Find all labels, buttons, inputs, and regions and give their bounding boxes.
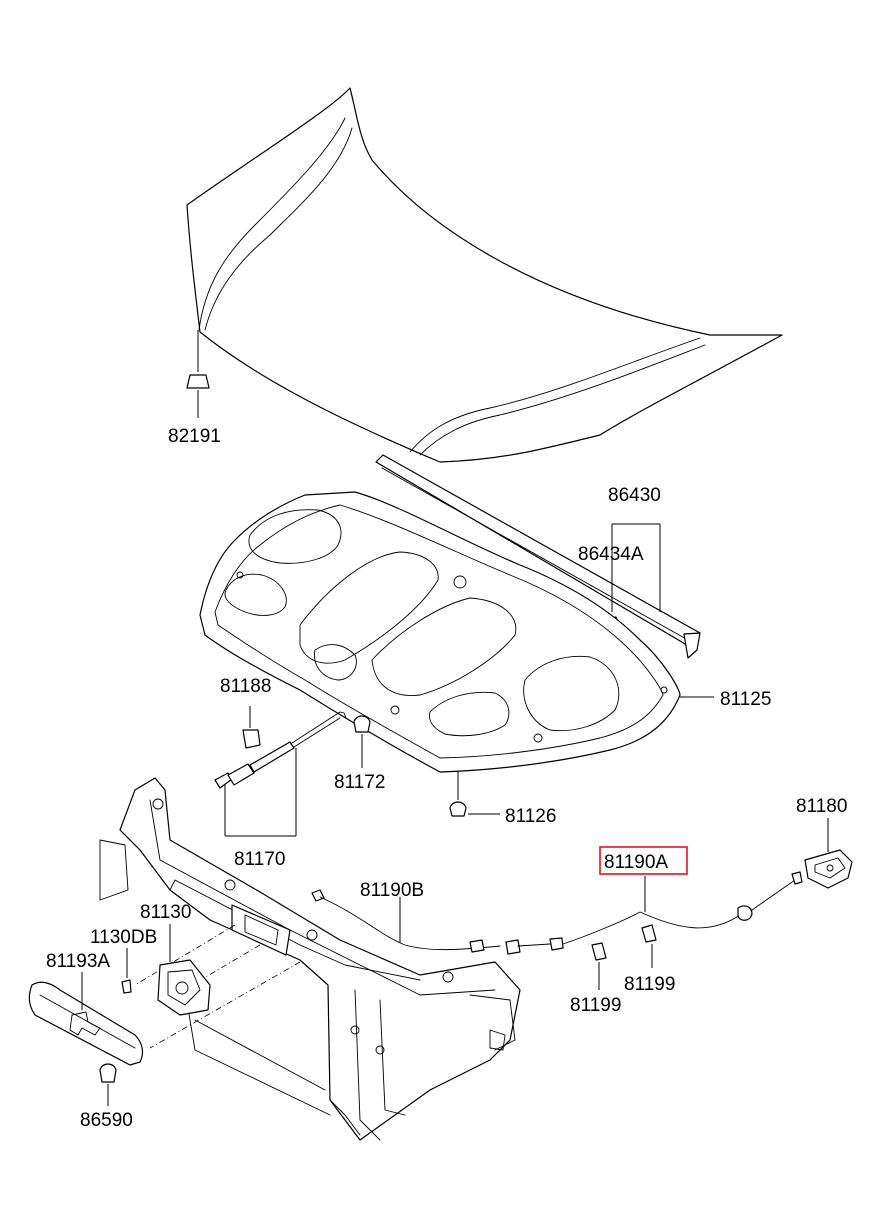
stay-rod-holder[interactable]: [353, 715, 371, 768]
label-81170[interactable]: 81170: [234, 849, 285, 870]
cover-clip[interactable]: [99, 1063, 117, 1106]
label-86434A[interactable]: 86434A: [578, 544, 644, 565]
hood-insulator-pad[interactable]: [199, 491, 714, 773]
label-86590[interactable]: 86590: [80, 1110, 133, 1131]
insulator-clip[interactable]: [449, 772, 500, 817]
label-81130[interactable]: 81130: [140, 902, 191, 923]
label-82191[interactable]: 82191: [168, 426, 221, 447]
label-81199-upper[interactable]: 81199: [624, 974, 675, 995]
label-81172[interactable]: 81172: [334, 772, 385, 793]
hood-stay-rod[interactable]: [214, 711, 347, 837]
label-81180[interactable]: 81180: [796, 796, 847, 817]
highlight-box-81190A: [599, 846, 688, 875]
label-81188[interactable]: 81188: [220, 676, 271, 697]
label-81193A[interactable]: 81193A: [46, 951, 110, 972]
cable-clip-1[interactable]: [591, 942, 607, 990]
hood-release-cable[interactable]: [311, 871, 803, 955]
cable-clip-2[interactable]: [641, 924, 657, 968]
label-1130DB[interactable]: 1130DB: [90, 927, 157, 948]
hood-bumper-stopper[interactable]: [186, 330, 210, 418]
hood-panel[interactable]: [186, 87, 783, 463]
label-86430[interactable]: 86430: [608, 485, 661, 506]
hood-release-handle[interactable]: [804, 818, 853, 889]
hood-latch[interactable]: [157, 924, 211, 1016]
latch-cover[interactable]: [28, 972, 144, 1066]
label-81199-lower[interactable]: 81199: [570, 995, 621, 1016]
hood-weatherstrip[interactable]: [375, 454, 701, 659]
latch-bolt[interactable]: [121, 948, 132, 994]
radiator-support-panel: [99, 777, 521, 1141]
stay-rod-grommet[interactable]: [242, 706, 261, 749]
label-81190A[interactable]: 81190A: [604, 852, 668, 873]
label-81190B[interactable]: 81190B: [360, 880, 424, 901]
label-81125[interactable]: 81125: [720, 689, 771, 710]
label-81126[interactable]: 81126: [505, 806, 556, 827]
